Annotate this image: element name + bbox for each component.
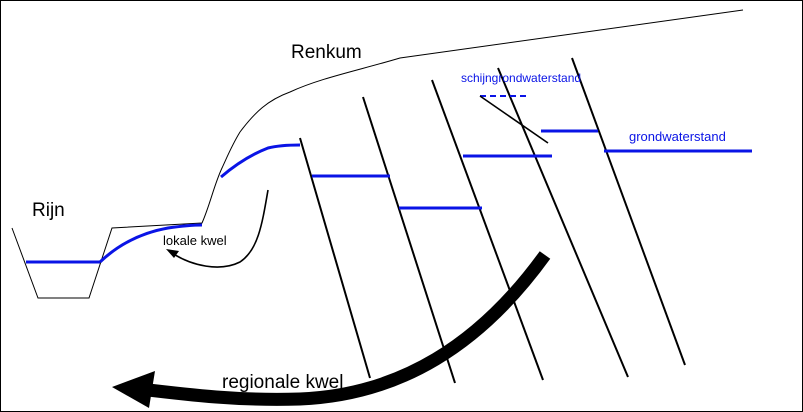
label-regionale-kwel: regionale kwel [222, 372, 343, 393]
label-renkum: Renkum [291, 42, 362, 63]
label-schijngrondwaterstand: schijngrondwaterstand [461, 71, 581, 85]
fault-line-1 [299, 137, 371, 379]
fault-line-5 [571, 57, 686, 366]
fault-line-4 [497, 67, 629, 378]
label-lokale-kwel: lokale kwel [163, 233, 227, 248]
local-seepage-arrowhead [166, 249, 179, 258]
fault-line-2 [362, 96, 456, 384]
label-rijn: Rijn [32, 200, 65, 221]
label-grondwaterstand: grondwaterstand [629, 129, 726, 144]
regional-seepage-arrow [139, 251, 551, 406]
perched-water-pointer-line [479, 95, 549, 144]
regional-seepage-arrowhead [112, 371, 155, 408]
groundwater-curve [98, 223, 203, 264]
local-seepage-arrow [171, 189, 269, 268]
groundwater-curve-upper [220, 143, 301, 179]
fault-line-3 [431, 79, 544, 381]
terrain-surface-line [11, 9, 744, 299]
